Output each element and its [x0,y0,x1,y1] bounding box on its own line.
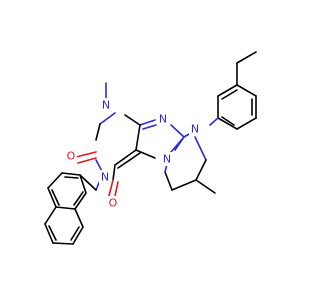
bond [108,179,114,197]
bond [236,51,257,64]
structure-diagram: N N N N N O O [44,51,257,245]
bond [55,206,76,210]
ethylphenyl-ring [217,84,257,130]
bond [99,112,116,125]
atom-label-o4: O [109,197,118,210]
atom-label-o2: O [67,150,76,163]
bond [52,242,74,245]
bond [70,226,80,241]
bond [171,179,197,191]
atom-label-n1: N [102,99,110,112]
bond [217,117,238,130]
naphthalene-group [44,172,97,245]
bond [48,225,57,241]
bond [112,164,116,181]
bond [51,189,60,206]
molecule-canvas: N N N N N O O [44,51,257,245]
bond [79,174,87,194]
imidazole-ring [135,119,185,159]
bond [124,114,141,126]
bond [221,116,235,126]
bond [139,119,156,126]
bond [221,89,238,100]
bond [236,117,257,130]
bond [64,176,79,179]
bond [77,157,97,164]
atom-label-n10: N [191,123,199,136]
bond [194,136,207,161]
atom-label-n3: N [101,171,109,184]
bond [117,152,141,169]
atom-label-n9: N [159,113,167,126]
bond [47,187,57,208]
bond [75,151,97,158]
bond [114,181,119,197]
bond [195,179,216,194]
atom-label-n7: N [163,153,171,166]
bond [114,149,137,166]
bond [170,136,185,153]
bond [170,124,185,138]
bond [195,159,207,181]
bond [236,84,257,97]
bond [72,226,84,245]
bond [95,123,101,141]
ethyl-group [236,51,257,86]
bond [74,208,84,228]
bond [209,117,219,126]
bond [44,223,54,244]
bond [61,172,81,176]
bond [142,124,157,130]
bond [79,174,97,191]
atom-labels: N N N N N O O [65,98,201,210]
bond [217,84,238,97]
bond [47,172,63,189]
bond [44,206,57,225]
pyrimidinedione-ring [75,82,141,197]
bond [164,171,173,191]
bond [74,192,87,210]
bond [135,124,141,151]
bond [73,191,84,206]
bond [135,149,156,159]
